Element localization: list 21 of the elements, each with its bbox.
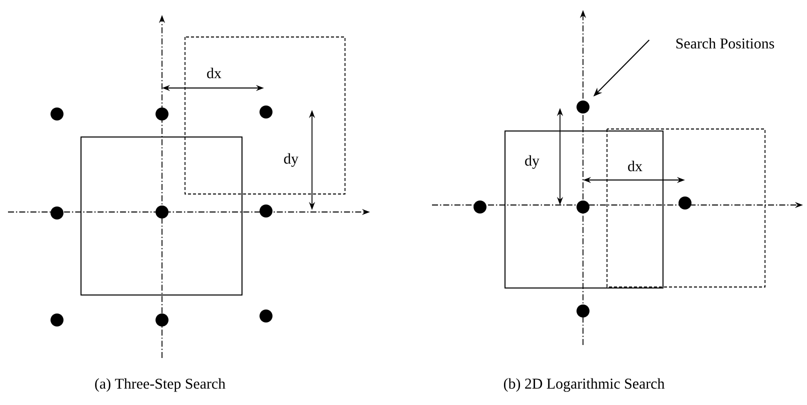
search-position-dot [260, 204, 272, 218]
dimension-label: dy [524, 154, 540, 170]
search-position-dot [260, 310, 272, 322]
dimension-label: dx [626, 160, 644, 172]
search-position-dot [576, 100, 590, 114]
search-position-dot [474, 200, 486, 214]
search-position-dot [50, 206, 64, 220]
search-position-dot [156, 206, 168, 218]
dimension-label: dy [282, 152, 300, 168]
caption: (a) Three-Step Search [93, 377, 227, 393]
search-position-dot [50, 108, 64, 120]
search-position-dot [576, 200, 590, 214]
dimension-label: dx [206, 66, 222, 80]
search-position-dot [156, 314, 168, 326]
caption: (b) 2D Logarithmic Search [502, 377, 666, 393]
search-position-dot [50, 314, 64, 326]
search-position-dot [156, 108, 168, 120]
text-label: Search Positions [676, 38, 774, 49]
search-position-dot [576, 304, 590, 318]
search-position-dot [678, 196, 692, 210]
search-position-dot [260, 106, 272, 118]
